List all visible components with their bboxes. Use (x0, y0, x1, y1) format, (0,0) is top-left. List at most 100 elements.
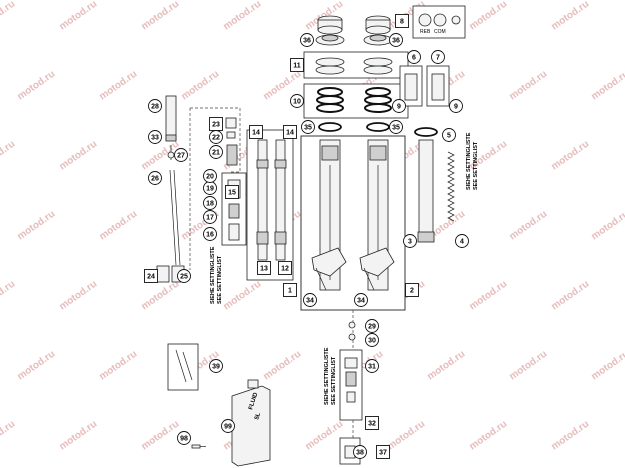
callout-11: 11 (290, 58, 304, 72)
callout-number: 29 (368, 323, 376, 330)
adjuster-knob-box: REB COM (412, 5, 466, 39)
callout-number: 36 (303, 37, 311, 44)
watermark-text: motod.ru (97, 349, 139, 383)
watermark-text: motod.ru (15, 349, 57, 383)
callout-number: 34 (306, 297, 314, 304)
watermark-text: motod.ru (589, 69, 625, 103)
callout-marker (174, 148, 188, 162)
callout-9: 9 (449, 99, 463, 113)
fluid-volume-label: 5L (254, 412, 262, 421)
callout-29: 29 (365, 319, 379, 333)
callout-marker (449, 99, 463, 113)
callout-number: 31 (368, 363, 376, 370)
callout-number: 6 (412, 54, 416, 61)
fork-fluid-can: FLUID 5L (231, 379, 271, 467)
callout-98: 98 (177, 431, 191, 445)
fluid-label: FLUID (248, 391, 259, 410)
watermark-text: motod.ru (0, 279, 17, 313)
callout-marker (283, 283, 297, 297)
callout-number: 2 (410, 287, 414, 294)
watermark-text: motod.ru (221, 0, 263, 32)
callout-marker (177, 269, 191, 283)
callout-6: 6 (407, 50, 421, 64)
fork-leg-assembly-box (300, 135, 406, 311)
callout-number: 38 (356, 449, 364, 456)
callout-marker (203, 169, 217, 183)
callout-number: 19 (206, 185, 214, 192)
fork-cap-box (303, 51, 409, 79)
right-side-parts (399, 65, 455, 243)
callout-number: 9 (454, 103, 458, 110)
clamp-ring-left (315, 34, 345, 46)
callout-marker (203, 227, 217, 241)
callout-38: 38 (353, 445, 367, 459)
watermark-text: motod.ru (57, 0, 99, 32)
callout-25: 25 (177, 269, 191, 283)
dust-wiper-rings (318, 122, 390, 132)
callout-marker (209, 359, 223, 373)
callout-marker (365, 359, 379, 373)
callout-number: 11 (293, 62, 301, 69)
watermark-text: motod.ru (303, 419, 345, 453)
callout-3: 3 (403, 234, 417, 248)
callout-number: 5 (447, 132, 451, 139)
callout-marker (221, 419, 235, 433)
setting-list-bottom-en: SEE SETTINGLIST (331, 356, 337, 405)
watermark-text: motod.ru (0, 0, 17, 32)
callout-marker (365, 333, 379, 347)
callout-34: 34 (354, 293, 368, 307)
callout-21: 21 (209, 145, 223, 159)
callout-9: 9 (392, 99, 406, 113)
callout-31: 31 (365, 359, 379, 373)
callout-marker (203, 210, 217, 224)
damper-cartridge-box (246, 129, 294, 281)
callout-number: 23 (212, 121, 220, 128)
callout-14: 14 (283, 125, 297, 139)
callout-number: 30 (368, 337, 376, 344)
callout-32: 32 (365, 416, 379, 430)
callout-number: 25 (180, 273, 188, 280)
watermark-text: motod.ru (507, 209, 549, 243)
callout-marker (455, 234, 469, 248)
callout-marker (395, 14, 409, 28)
callout-5: 5 (442, 128, 456, 142)
watermark-text: motod.ru (467, 419, 509, 453)
callout-23: 23 (209, 117, 223, 131)
watermark-text: motod.ru (179, 69, 221, 103)
callout-number: 27 (177, 152, 185, 159)
callout-marker (148, 99, 162, 113)
callout-number: 39 (212, 363, 220, 370)
callout-22: 22 (209, 130, 223, 144)
callout-16: 16 (203, 227, 217, 241)
callout-number: 34 (357, 297, 365, 304)
setting-list-note-left: SIEHE SETTINGLISTE SEE SETTINGLIST (210, 246, 223, 304)
callout-marker (290, 58, 304, 72)
callout-4: 4 (455, 234, 469, 248)
callout-marker (389, 120, 403, 134)
callout-marker (354, 293, 368, 307)
setting-list-note-right: SIEHE SETTINGLISTE SEE SETTINGLIST (466, 132, 479, 190)
watermark-text: motod.ru (549, 279, 591, 313)
callout-8: 8 (395, 14, 409, 28)
callout-marker (365, 319, 379, 333)
callout-marker (148, 130, 162, 144)
watermark-text: motod.ru (97, 209, 139, 243)
seal-kit-box (303, 83, 409, 119)
callout-marker (225, 185, 239, 199)
callout-20: 20 (203, 169, 217, 183)
callout-number: 10 (293, 98, 301, 105)
callout-number: 1 (288, 287, 292, 294)
callout-33: 33 (148, 130, 162, 144)
callout-15: 15 (225, 185, 239, 199)
callout-24: 24 (144, 269, 158, 283)
com-label: COM (434, 29, 446, 35)
callout-10: 10 (290, 94, 304, 108)
callout-30: 30 (365, 333, 379, 347)
callout-number: 22 (212, 134, 220, 141)
callout-1: 1 (283, 283, 297, 297)
watermark-text: motod.ru (57, 419, 99, 453)
callout-marker (278, 261, 292, 275)
callout-marker (442, 128, 456, 142)
watermark-text: motod.ru (549, 419, 591, 453)
